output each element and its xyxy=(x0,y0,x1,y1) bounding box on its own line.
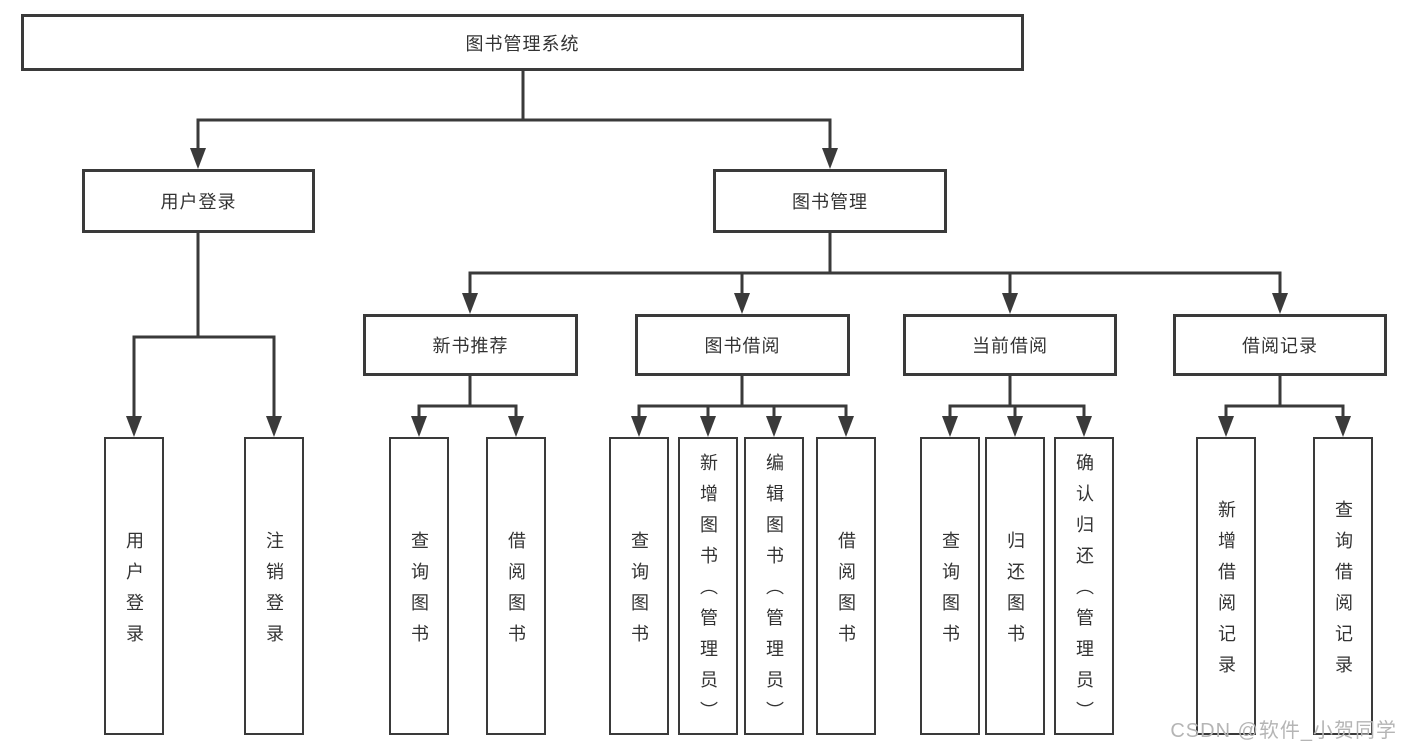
node-label: 当前借阅 xyxy=(972,336,1048,356)
node-user-login: 用户登录 xyxy=(82,169,315,233)
node-label: 查询图书 xyxy=(629,530,649,655)
connector-user-login-to-leaves xyxy=(126,230,282,437)
node-label: 新增图书（管理员） xyxy=(698,453,718,732)
arrow-down-icon xyxy=(838,416,854,437)
node-new-book-recommend: 新书推荐 xyxy=(363,314,578,376)
node-label: 图书管理 xyxy=(792,192,868,212)
arrow-down-icon xyxy=(700,416,716,437)
node-label: 注销登录 xyxy=(264,530,284,655)
node-label: 新增借阅记录 xyxy=(1216,499,1236,686)
leaf-current-confirm-return-admin: 确认归还（管理员） xyxy=(1054,437,1114,735)
node-label: 用户登录 xyxy=(160,192,237,212)
arrow-down-icon xyxy=(1335,416,1351,437)
node-label: 编辑图书（管理员） xyxy=(764,453,784,732)
node-label: 图书管理系统 xyxy=(465,33,580,54)
arrow-down-icon xyxy=(1007,416,1023,437)
leaf-current-query-books: 查询图书 xyxy=(920,437,980,735)
node-label: 借阅记录 xyxy=(1242,336,1318,356)
leaf-record-add-borrow-record: 新增借阅记录 xyxy=(1196,437,1256,735)
connector-current-borrow-to-leaves xyxy=(942,374,1092,437)
arrow-down-icon xyxy=(1218,416,1234,437)
node-label: 归还图书 xyxy=(1005,530,1025,655)
arrow-down-icon xyxy=(766,416,782,437)
leaf-user-login: 用户登录 xyxy=(104,437,164,735)
leaf-borrow-query-books: 查询图书 xyxy=(609,437,669,735)
leaf-logout: 注销登录 xyxy=(244,437,304,735)
node-label: 查询借阅记录 xyxy=(1333,499,1353,686)
node-borrowing-records: 借阅记录 xyxy=(1173,314,1387,376)
connector-book-mgmt-to-level3 xyxy=(462,230,1288,314)
node-book-borrowing: 图书借阅 xyxy=(635,314,850,376)
connector-borrow-record-to-leaves xyxy=(1218,374,1351,437)
node-label: 借阅图书 xyxy=(506,530,526,655)
csdn-watermark: CSDN @软件_小贺同学 xyxy=(1170,720,1397,742)
arrow-down-icon xyxy=(942,416,958,437)
leaf-record-query-borrow-record: 查询借阅记录 xyxy=(1313,437,1373,735)
node-label: 新书推荐 xyxy=(432,336,509,356)
arrow-down-icon xyxy=(508,416,524,437)
leaf-newbook-borrow-books: 借阅图书 xyxy=(486,437,546,735)
arrow-down-icon xyxy=(631,416,647,437)
arrow-down-icon xyxy=(266,416,282,437)
arrow-down-icon xyxy=(1076,416,1092,437)
leaf-current-return-books: 归还图书 xyxy=(985,437,1045,735)
arrow-down-icon xyxy=(1272,293,1288,314)
arrow-down-icon xyxy=(126,416,142,437)
arrow-down-icon xyxy=(734,293,750,314)
node-label: 图书借阅 xyxy=(704,336,781,356)
node-current-borrowing: 当前借阅 xyxy=(903,314,1117,376)
leaf-borrow-edit-books-admin: 编辑图书（管理员） xyxy=(744,437,804,735)
node-label: 查询图书 xyxy=(940,530,960,655)
arrow-down-icon xyxy=(462,293,478,314)
arrow-down-icon xyxy=(190,148,206,169)
node-label: 确认归还（管理员） xyxy=(1074,453,1094,732)
node-label: 用户登录 xyxy=(124,530,144,655)
arrow-down-icon xyxy=(411,416,427,437)
connector-root-to-level2 xyxy=(190,68,838,169)
connector-new-book-to-leaves xyxy=(411,374,524,437)
arrow-down-icon xyxy=(1002,293,1018,314)
node-book-management: 图书管理 xyxy=(713,169,947,233)
node-label: 查询图书 xyxy=(409,530,429,655)
leaf-newbook-query-books: 查询图书 xyxy=(389,437,449,735)
leaf-borrow-borrow-books: 借阅图书 xyxy=(816,437,876,735)
node-library-system: 图书管理系统 xyxy=(21,14,1024,71)
node-label: 借阅图书 xyxy=(836,530,856,655)
connector-book-borrow-to-leaves xyxy=(631,374,854,437)
arrow-down-icon xyxy=(822,148,838,169)
leaf-borrow-add-books-admin: 新增图书（管理员） xyxy=(678,437,738,735)
